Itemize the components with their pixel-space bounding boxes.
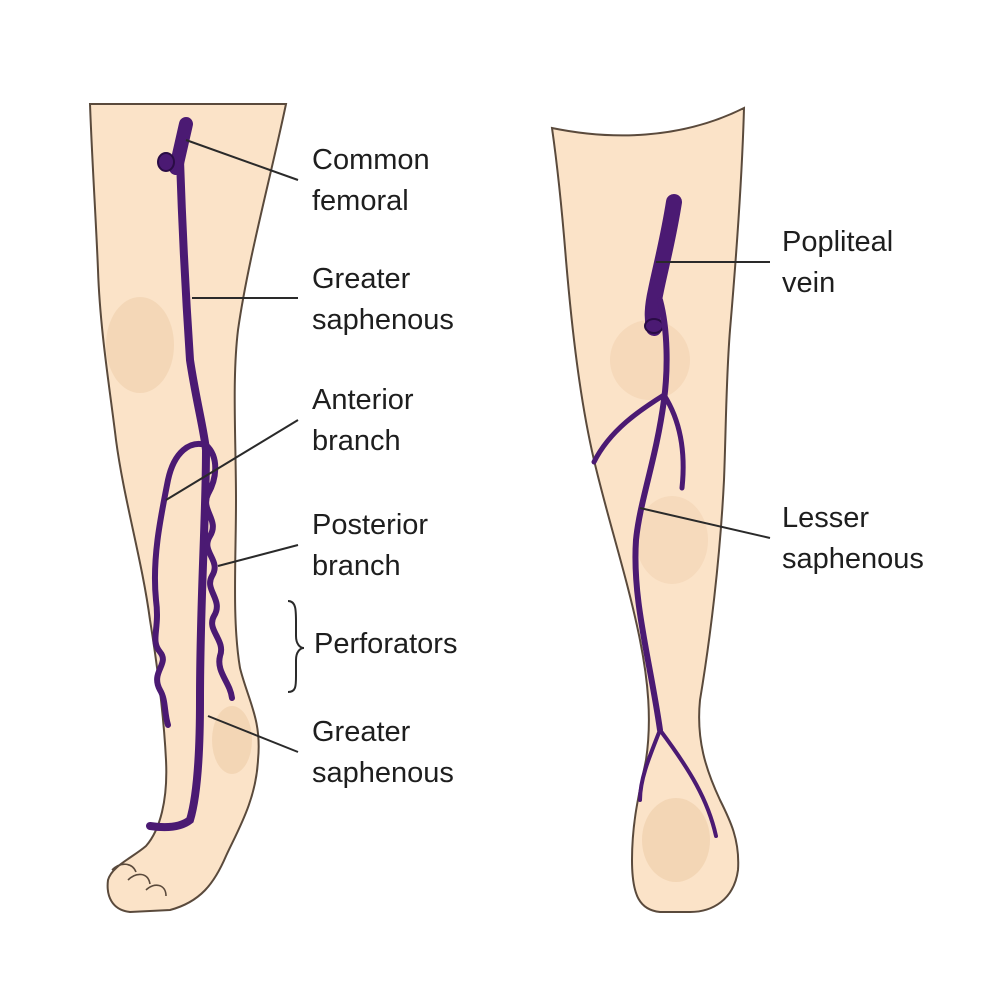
back-veins	[591, 194, 718, 838]
back-heel-shade	[642, 798, 710, 882]
label-common-femoral: Common femoral	[312, 144, 430, 217]
label-lesser-saphenous: Lesser saphenous	[782, 502, 924, 575]
label-posterior-branch: Posterior branch	[312, 509, 429, 582]
front-leg	[88, 103, 288, 914]
label-greater-saphenous-lower: Greater saphenous	[312, 716, 454, 789]
label-greater-saphenous-upper: Greater saphenous	[312, 263, 454, 336]
leader-lines	[165, 139, 771, 753]
front-toes	[111, 863, 167, 897]
front-knee-shade	[106, 297, 174, 393]
front-ankle-shade	[212, 706, 252, 774]
front-veins	[146, 117, 235, 832]
label-perforators: Perforators	[314, 628, 458, 660]
label-anterior-branch: Anterior branch	[312, 384, 414, 457]
back-knee-shade	[610, 320, 690, 400]
perforators-brace	[287, 600, 305, 693]
back-calf-shade	[636, 496, 708, 584]
front-leg-skin	[88, 103, 288, 914]
label-popliteal-vein: Popliteal vein	[782, 226, 894, 299]
